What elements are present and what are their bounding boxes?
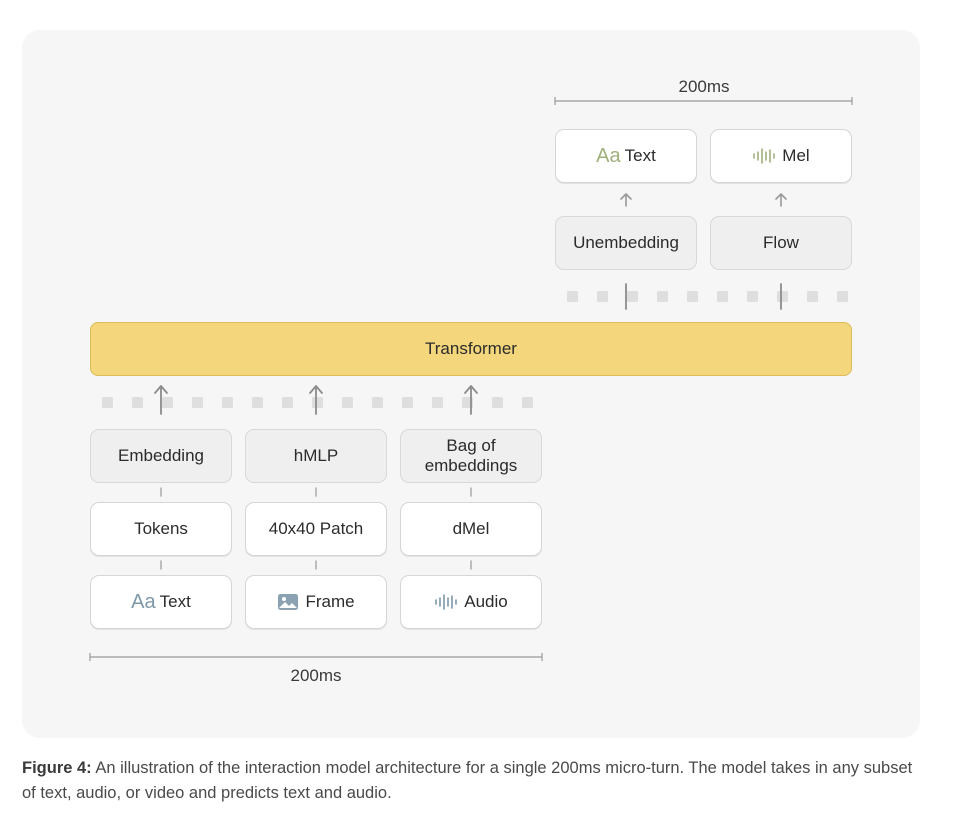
transformer-box: Transformer: [90, 322, 852, 376]
transformer-label: Transformer: [425, 339, 517, 358]
unembedding-label: Unembedding: [573, 233, 679, 252]
output-token-square: [597, 291, 608, 302]
input-token-square: [192, 397, 203, 408]
caption-label: Figure 4:: [22, 759, 92, 777]
output-mel-label: Mel: [782, 146, 810, 165]
output-token-square: [657, 291, 668, 302]
input-token-square: [492, 397, 503, 408]
frame-box: Frame: [245, 575, 387, 629]
input-token-square: [162, 397, 173, 408]
waveform-icon: [435, 594, 458, 610]
input-token-square: [102, 397, 113, 408]
caption-text: An illustration of the interaction model…: [22, 759, 913, 802]
bag-up-arrow-head: [464, 385, 478, 394]
output-scale-label: 200ms: [678, 77, 730, 96]
input-text-box: Aa Text: [90, 575, 232, 629]
input-token-square: [522, 397, 533, 408]
input-token-square: [132, 397, 143, 408]
tokens-box: Tokens: [90, 502, 232, 556]
hmlp-box: hMLP: [245, 429, 387, 483]
output-token-square: [807, 291, 818, 302]
input-token-square: [282, 397, 293, 408]
output-token-square: [567, 291, 578, 302]
output-token-square: [687, 291, 698, 302]
dmel-box: dMel: [400, 502, 542, 556]
unembedding-to-text-arrow-head: [620, 193, 632, 200]
frame-label: Frame: [305, 592, 355, 611]
input-token-square: [342, 397, 353, 408]
unembedding-box: Unembedding: [555, 216, 697, 270]
output-token-square: [777, 291, 788, 302]
audio-label: Audio: [464, 592, 508, 611]
text-aa-icon: Aa: [596, 145, 621, 167]
bag-of-embeddings-box: Bag of embeddings: [400, 429, 542, 483]
embedding-box: Embedding: [90, 429, 232, 483]
text-aa-icon: Aa: [131, 591, 156, 613]
output-mel-box: Mel: [710, 129, 852, 183]
bag-of-embeddings-label: Bag of embeddings: [424, 436, 518, 475]
input-token-square: [222, 397, 233, 408]
output-token-square: [627, 291, 638, 302]
flow-to-mel-arrow-head: [775, 193, 787, 200]
input-text-label: Text: [159, 592, 191, 611]
embedding-up-arrow-head: [154, 385, 168, 394]
input-token-square: [402, 397, 413, 408]
dmel-label: dMel: [452, 519, 490, 538]
output-token-square: [837, 291, 848, 302]
waveform-icon: [753, 148, 776, 164]
output-text-label: Text: [624, 146, 656, 165]
output-text-box: Aa Text: [555, 129, 697, 183]
embedding-label: Embedding: [117, 446, 204, 465]
input-scale-label: 200ms: [290, 666, 342, 685]
flow-box: Flow: [710, 216, 852, 270]
tokens-label: Tokens: [134, 519, 188, 538]
patch-label: 40x40 Patch: [268, 519, 364, 538]
patch-box: 40x40 Patch: [245, 502, 387, 556]
figure-caption: Figure 4: An illustration of the interac…: [22, 756, 922, 806]
audio-box: Audio: [400, 575, 542, 629]
image-icon: [278, 594, 299, 610]
input-token-square: [252, 397, 263, 408]
input-token-square: [312, 397, 323, 408]
input-token-square: [432, 397, 443, 408]
output-token-square: [717, 291, 728, 302]
flow-label: Flow: [763, 233, 799, 252]
hmlp-label: hMLP: [293, 446, 339, 465]
input-token-square: [372, 397, 383, 408]
hmlp-up-arrow-head: [309, 385, 323, 394]
output-token-square: [747, 291, 758, 302]
